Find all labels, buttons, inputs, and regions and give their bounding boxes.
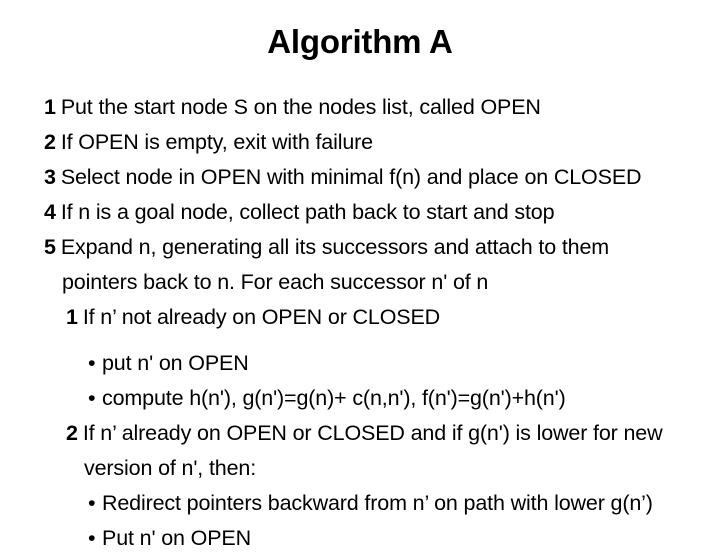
list-item: •put n' on OPEN bbox=[0, 346, 720, 381]
list-item-continuation: version of n', then: bbox=[0, 451, 720, 486]
list-item-text: If n is a goal node, collect path back t… bbox=[60, 200, 555, 224]
list-item-text: If n’ not already on OPEN or CLOSED bbox=[82, 305, 441, 329]
bullet-icon: • bbox=[88, 526, 96, 550]
list-marker: 1 bbox=[44, 95, 56, 119]
list-item-text: If n’ already on OPEN or CLOSED and if g… bbox=[82, 421, 663, 445]
list-marker: 2 bbox=[44, 130, 56, 154]
list-item-text: If OPEN is empty, exit with failure bbox=[60, 130, 373, 154]
list-item-text: version of n', then: bbox=[84, 456, 257, 480]
bullet-icon: • bbox=[88, 386, 96, 410]
list-item: •compute h(n'), g(n')=g(n)+ c(n,n'), f(n… bbox=[0, 381, 720, 416]
bullet-icon: • bbox=[88, 491, 96, 515]
list-item-text: Put n' on OPEN bbox=[102, 526, 251, 550]
list-item-text: Redirect pointers backward from n’ on pa… bbox=[102, 491, 653, 515]
list-marker: 1 bbox=[66, 305, 78, 329]
list-item-text: Put the start node S on the nodes list, … bbox=[60, 95, 541, 119]
bullet-icon: • bbox=[88, 351, 96, 375]
page-title: Algorithm A bbox=[267, 23, 453, 60]
list-item-text: put n' on OPEN bbox=[102, 351, 249, 375]
list-marker: 3 bbox=[44, 165, 56, 189]
list-item-text: compute h(n'), g(n')=g(n)+ c(n,n'), f(n'… bbox=[102, 386, 566, 410]
list-item: •Put n' on OPEN bbox=[0, 521, 720, 556]
list-marker: 5 bbox=[44, 235, 56, 259]
list-item-text: pointers back to n. For each successor n… bbox=[62, 270, 489, 294]
list-item-text: Expand n, generating all its successors … bbox=[60, 235, 610, 259]
list-item-continuation: pointers back to n. For each successor n… bbox=[0, 265, 720, 300]
list-item: •Redirect pointers backward from n’ on p… bbox=[0, 486, 720, 521]
list-item-text: Select node in OPEN with minimal f(n) an… bbox=[60, 165, 642, 189]
list-marker: 4 bbox=[44, 200, 56, 224]
list-marker: 2 bbox=[66, 421, 78, 445]
